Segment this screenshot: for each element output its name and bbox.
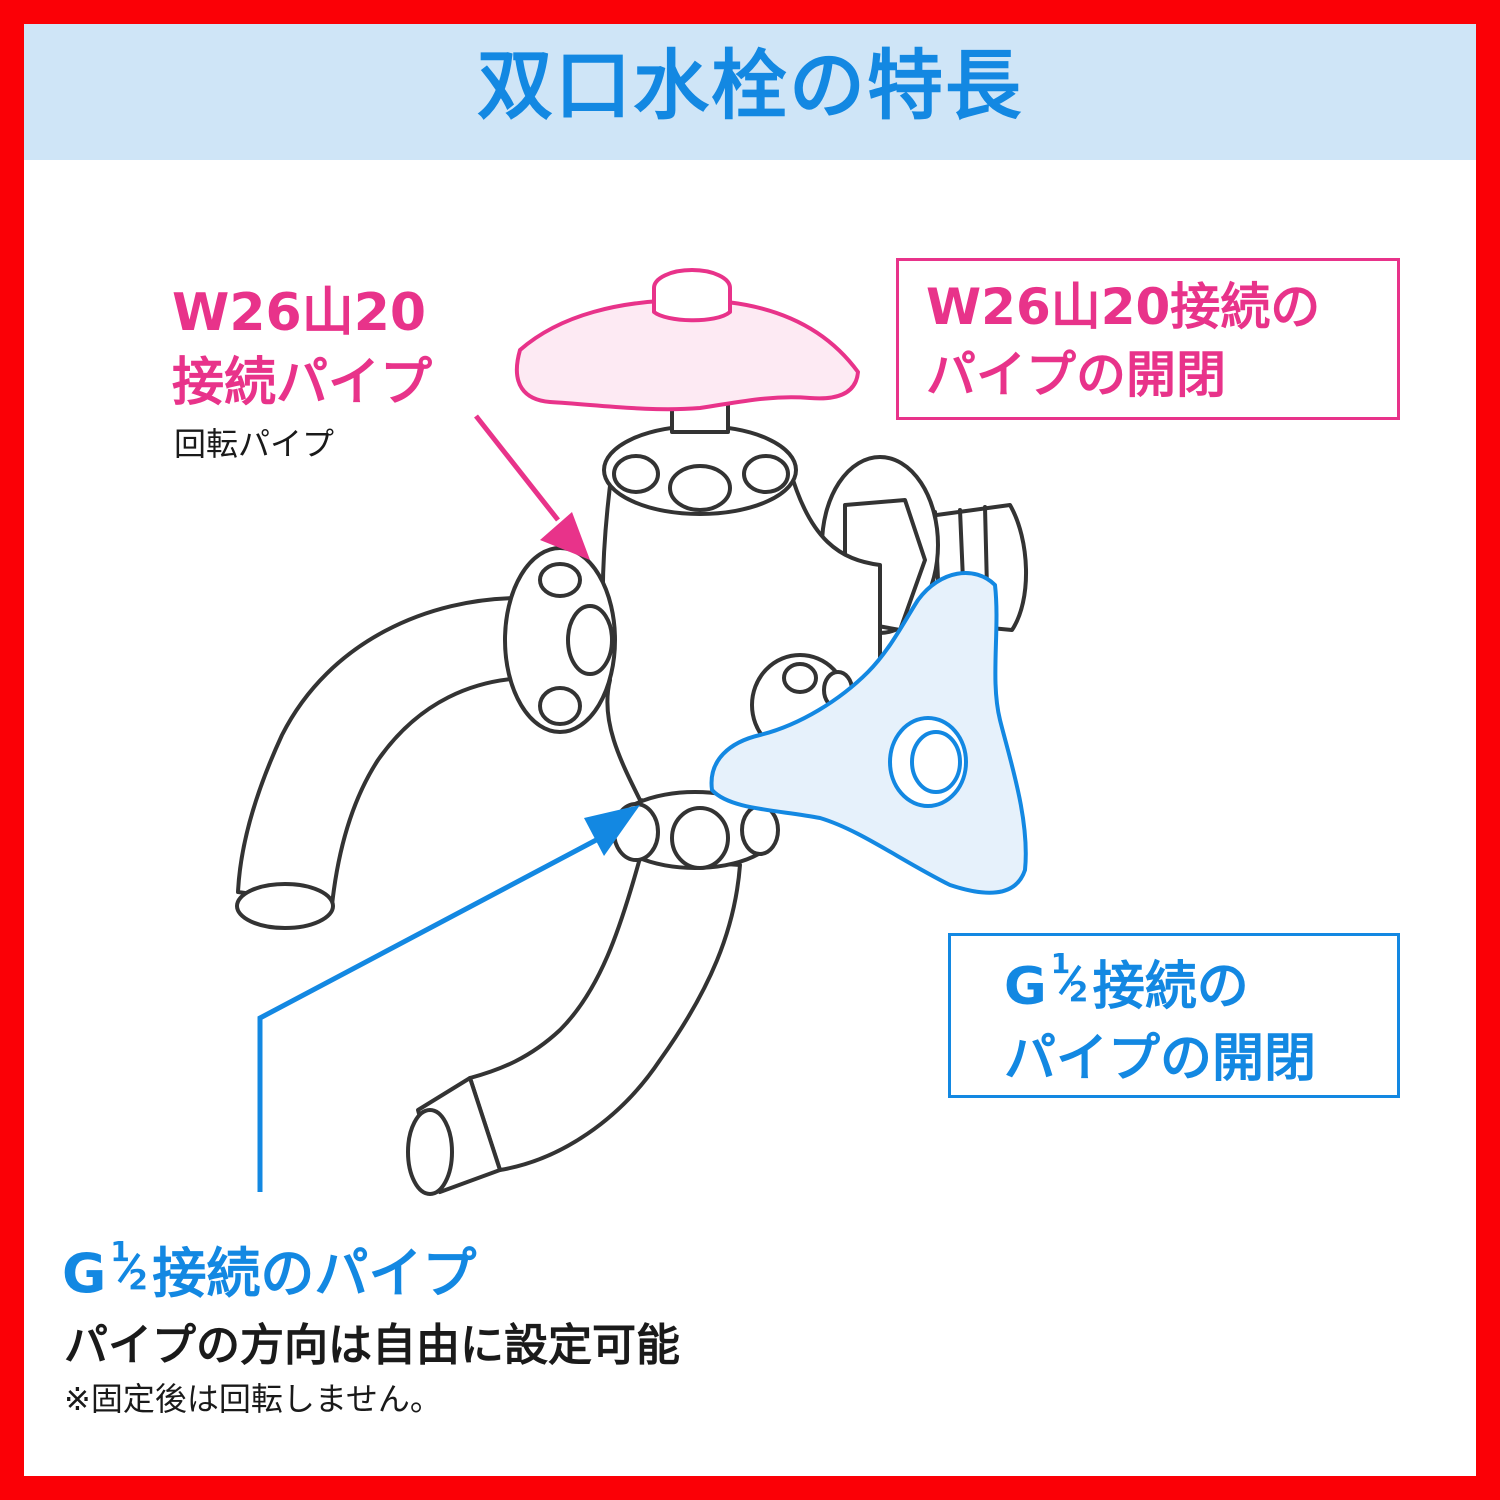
pink-arrow-icon [474, 414, 590, 560]
g-pipe-subtext: パイプの方向は自由に設定可能 [64, 1320, 680, 1371]
w26-valve-callout-box [896, 258, 1400, 420]
upper-spout [236, 596, 527, 907]
w26-valve-label-line1: W26山20接続の [926, 278, 1321, 336]
w26-pipe-note: 回転パイプ [174, 425, 335, 463]
page-title: 双口水栓の特長 [477, 41, 1023, 130]
g-valve-label-line2: パイプの開閉 [1004, 1029, 1317, 1089]
lower-spout [468, 856, 742, 1172]
hose-nipple-end [406, 1108, 454, 1196]
upper-spout-outlet [235, 882, 335, 930]
w26-valve-label-line2: パイプの開閉 [926, 346, 1226, 404]
g-pipe-suffix: 接続のパイプ [152, 1242, 477, 1305]
g-pipe-note: ※固定後は回転しません。 [64, 1380, 442, 1418]
blue-handle-icon [709, 571, 1028, 895]
g-valve-suffix: 接続の [1092, 957, 1249, 1017]
g-valve-g: G [1004, 957, 1047, 1017]
w26-pipe-label-line2: 接続パイプ [172, 353, 433, 413]
g-valve-callout-box [948, 933, 1400, 1098]
title-banner [24, 24, 1476, 160]
pink-handle-icon [514, 268, 860, 412]
w26-pipe-label-line1: W26山20 [172, 283, 427, 343]
faucet-icon [235, 390, 1028, 1196]
blue-arrow-icon [257, 805, 640, 1192]
g-pipe-g: G [62, 1242, 107, 1305]
